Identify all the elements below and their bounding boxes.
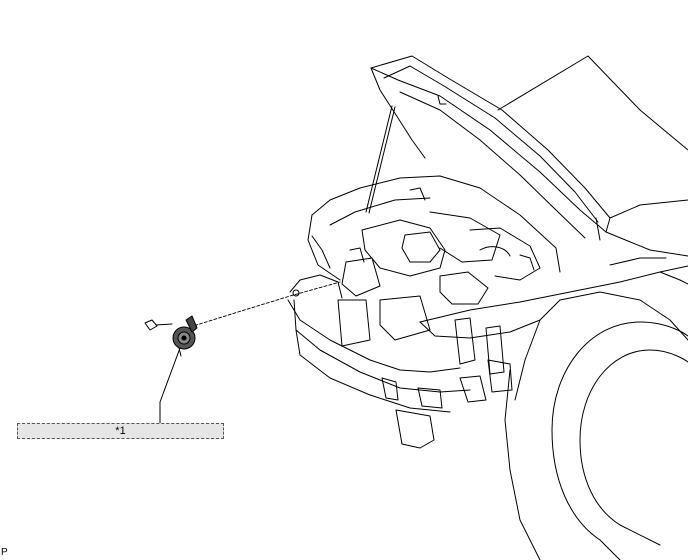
- vehicle-body: [419, 257, 688, 560]
- mounting-point: [292, 289, 300, 297]
- installation-guide-line: [189, 281, 341, 328]
- front-wheel: [551, 321, 688, 560]
- engine-compartment: [307, 175, 561, 375]
- hood: [370, 55, 611, 239]
- callout-box: *1: [17, 423, 224, 439]
- bolt: [144, 319, 173, 331]
- windshield: [497, 55, 688, 257]
- hood-prop-rod: [365, 105, 601, 241]
- illustration-code: P: [1, 547, 8, 558]
- horn: [172, 315, 198, 357]
- front-bumper: [287, 235, 513, 449]
- leader-line: [159, 347, 181, 424]
- callout-label: *1: [115, 425, 126, 437]
